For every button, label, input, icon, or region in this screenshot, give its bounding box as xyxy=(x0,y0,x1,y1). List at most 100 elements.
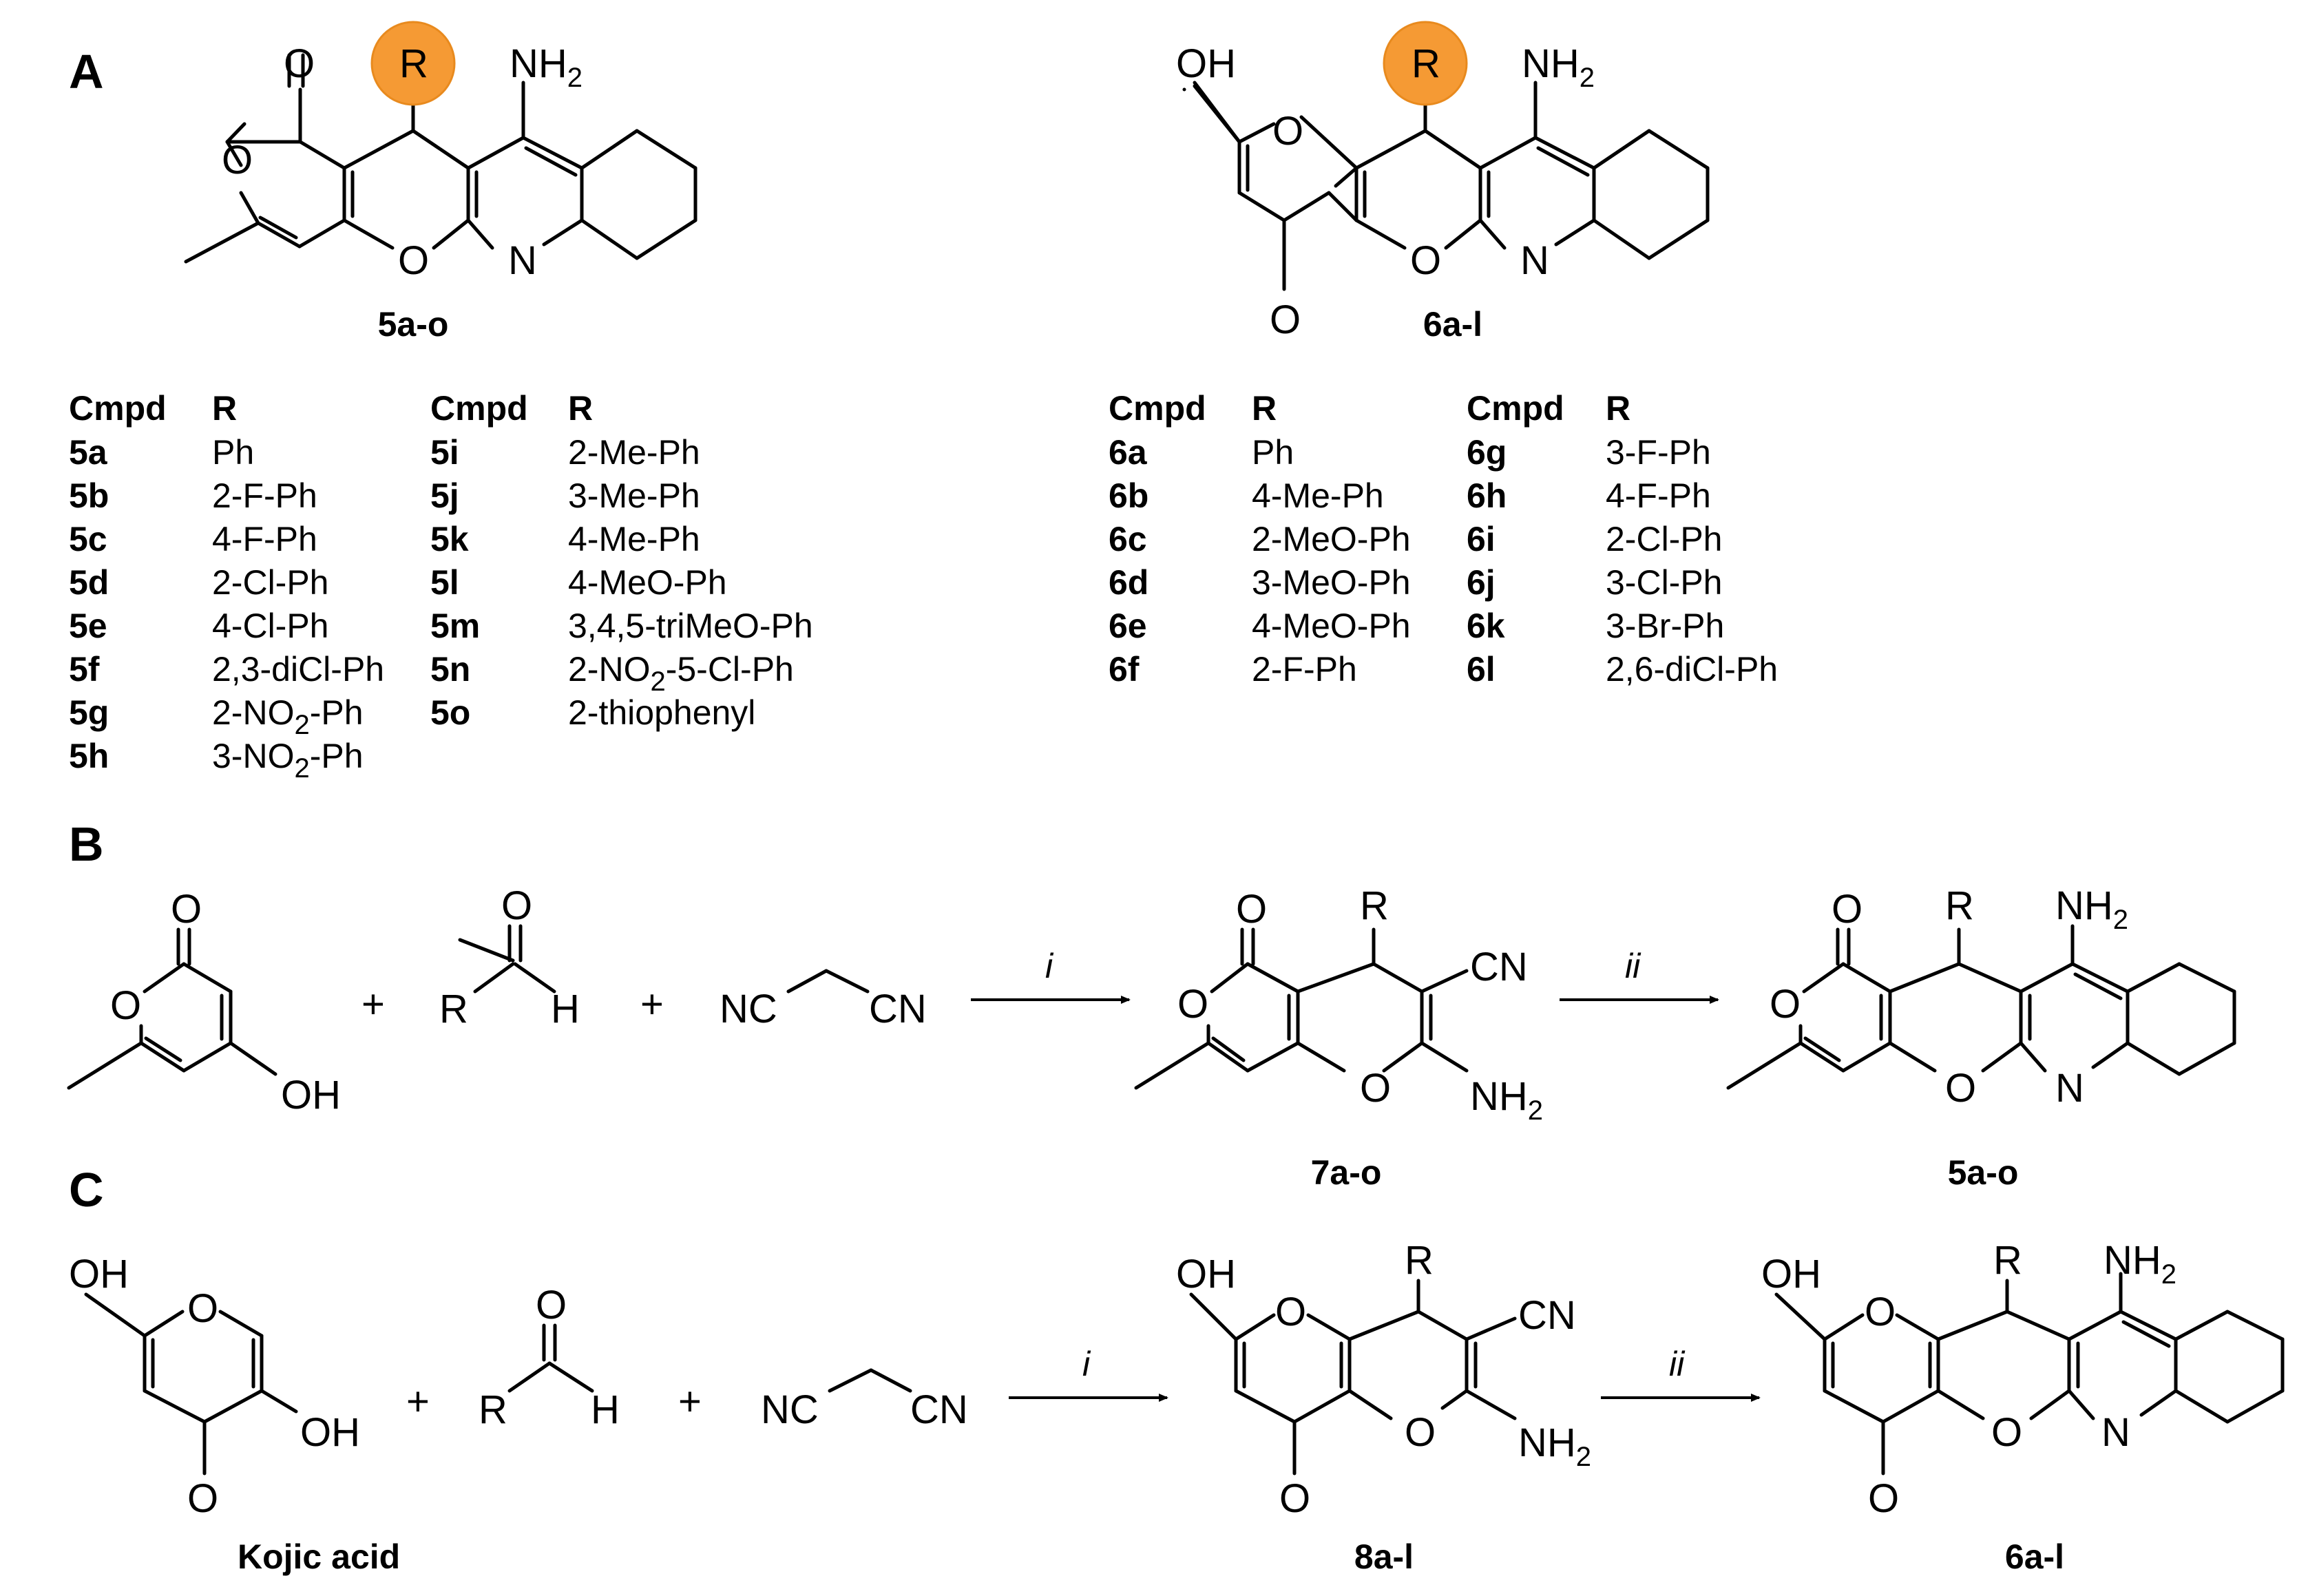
substituent: 4-Cl-Ph xyxy=(212,607,328,645)
ring-nitrogen: N xyxy=(1520,238,1549,283)
compound-id: 5l xyxy=(430,563,459,602)
aldehyde-hydrogen: H xyxy=(551,987,580,1031)
compound-id: 5n xyxy=(430,650,470,689)
table-header: Cmpd xyxy=(1109,389,1206,428)
compound-label-6al: 6a-l xyxy=(2005,1537,2064,1576)
r-group-label: R xyxy=(399,41,428,86)
carbonyl-oxygen: O xyxy=(536,1283,567,1327)
compound-id: 5c xyxy=(69,520,107,558)
reagent-label-i: i xyxy=(1082,1345,1091,1383)
r-group-label: R xyxy=(1993,1238,2022,1283)
reagent-label-i: i xyxy=(1045,947,1054,985)
structure-malononitrile: NC CN xyxy=(720,969,927,1031)
substituent: 2-Cl-Ph xyxy=(212,563,328,602)
carbonyl-oxygen: O xyxy=(1832,887,1863,932)
substituent: 3-MeO-Ph xyxy=(1252,563,1411,602)
carbonyl-oxygen: O xyxy=(284,41,315,86)
substituent: 2-F-Ph xyxy=(1252,650,1357,689)
structure-5-core: R O O O N NH2 5a-o xyxy=(184,21,697,344)
r-group-label: R xyxy=(1360,883,1389,928)
substituent: 2-F-Ph xyxy=(212,476,317,515)
amine-group: NH2 xyxy=(1470,1074,1543,1126)
compound-label-7ao: 7a-o xyxy=(1311,1153,1382,1192)
substituent: 3-NO2-Ph xyxy=(212,737,364,784)
table-5-substituents: Cmpd R Cmpd R 5a Ph 5b 2-F-Ph 5c 4-F-Ph … xyxy=(69,389,813,784)
compound-id: 6c xyxy=(1109,520,1147,558)
hydroxyl-group: OH xyxy=(69,1252,129,1296)
substituent: 4-MeO-Ph xyxy=(1252,607,1411,645)
panel-label-a: A xyxy=(69,45,104,98)
ring-oxygen: O xyxy=(1410,238,1441,283)
compound-id: 6k xyxy=(1467,607,1505,645)
structure-malononitrile: NC CN xyxy=(761,1368,968,1432)
substituent: 4-Me-Ph xyxy=(1252,476,1384,515)
r-group-label: R xyxy=(1405,1238,1434,1283)
carbonyl-oxygen: O xyxy=(171,887,202,932)
substituent: 2,3-diCl-Ph xyxy=(212,650,384,689)
ring-oxygen: O xyxy=(222,138,253,182)
panel-label-c: C xyxy=(69,1163,104,1217)
panel-label-b: B xyxy=(69,817,104,871)
compound-id: 6i xyxy=(1467,520,1496,558)
r-group-label: R xyxy=(439,987,468,1031)
plus-sign: + xyxy=(640,982,664,1027)
ring-nitrogen: N xyxy=(2101,1410,2130,1455)
compound-id: 6f xyxy=(1109,650,1140,689)
structure-6-core: R OH O O N O NH2 6a-l xyxy=(1176,21,1710,344)
compound-id: 5m xyxy=(430,607,480,645)
substituent: 4-MeO-Ph xyxy=(568,563,727,602)
ring-oxygen: O xyxy=(1272,109,1303,154)
substituent: Ph xyxy=(212,433,254,472)
compound-id: 5f xyxy=(69,650,100,689)
r-group-label: R xyxy=(1945,883,1974,928)
table-header: Cmpd xyxy=(430,389,528,428)
compound-id: 6e xyxy=(1109,607,1147,645)
compound-id: 6h xyxy=(1467,476,1507,515)
substituent: 4-Me-Ph xyxy=(568,520,700,558)
ring-oxygen: O xyxy=(1945,1066,1976,1111)
substituent: 2-MeO-Ph xyxy=(1252,520,1411,558)
amine-group: NH2 xyxy=(2055,883,2128,935)
ring-oxygen: O xyxy=(1991,1410,2022,1455)
compound-id: 5b xyxy=(69,476,109,515)
r-group-label: R xyxy=(479,1387,507,1432)
ring-oxygen: O xyxy=(1770,982,1801,1027)
r-group-highlight xyxy=(370,21,456,106)
substituent: 2-NO2-5-Cl-Ph xyxy=(568,650,794,697)
compound-id: 5d xyxy=(69,563,109,602)
ring-oxygen: O xyxy=(187,1286,218,1331)
substituent: 2,6-diCl-Ph xyxy=(1606,650,1778,689)
structure-7-intermediate: O O O R CN NH2 7a-o xyxy=(1134,883,1543,1192)
carbonyl-oxygen: O xyxy=(1236,887,1267,932)
substituent: 4-F-Ph xyxy=(212,520,317,558)
substituent: 3,4,5-triMeO-Ph xyxy=(568,607,813,645)
ring-nitrogen: N xyxy=(508,238,537,283)
hydroxyl-group: OH xyxy=(281,1073,341,1117)
compound-id: 5e xyxy=(69,607,107,645)
carbonyl-oxygen: O xyxy=(1279,1476,1310,1521)
compound-id: 5o xyxy=(430,693,470,732)
substituent: 2-Me-Ph xyxy=(568,433,700,472)
substituent: 3-Cl-Ph xyxy=(1606,563,1722,602)
nitrile-group: CN xyxy=(1518,1293,1576,1338)
substituent: 4-F-Ph xyxy=(1606,476,1711,515)
hydroxyl-group: OH xyxy=(1176,41,1236,86)
aldehyde-hydrogen: H xyxy=(591,1387,620,1432)
r-group-highlight xyxy=(1383,21,1468,106)
table-header: R xyxy=(568,389,593,428)
compound-label-kojic-acid: Kojic acid xyxy=(238,1537,400,1576)
ring-oxygen: O xyxy=(398,238,429,283)
structure-aldehyde: O R H xyxy=(439,883,580,1031)
ring-oxygen: O xyxy=(1177,982,1208,1027)
compound-id: 6l xyxy=(1467,650,1496,689)
table-header: R xyxy=(1606,389,1630,428)
ring-oxygen: O xyxy=(1865,1290,1896,1334)
table-header: Cmpd xyxy=(69,389,167,428)
ring-oxygen: O xyxy=(110,983,141,1028)
amine-group: NH2 xyxy=(1518,1420,1591,1472)
compound-id: 6g xyxy=(1467,433,1507,472)
ring-oxygen: O xyxy=(1405,1410,1436,1455)
amine-group: NH2 xyxy=(1522,41,1595,93)
compound-id: 6a xyxy=(1109,433,1148,472)
substituent: 3-Br-Ph xyxy=(1606,607,1724,645)
